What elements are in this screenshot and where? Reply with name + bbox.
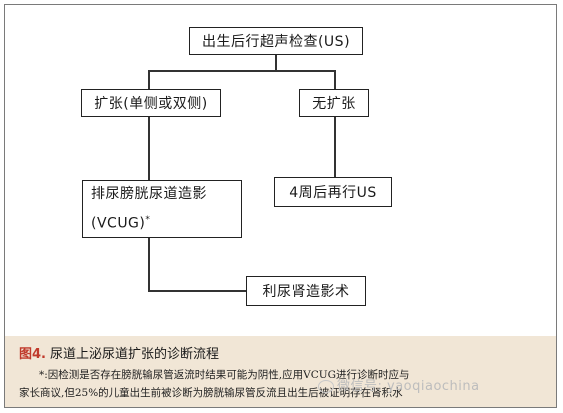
figure-label: 图4. [19,347,46,362]
wechat-icon [318,380,334,393]
footnote-line-1: *:因检测是否存在膀胱输尿管返流时结果可能为阴性,应用VCUG进行诊断时应与 [39,369,410,381]
node-not-dilated: 无扩张 [299,89,369,117]
caption-title-text: 尿道上泌尿道扩张的诊断流程 [49,347,219,362]
vcug-label-line1: 排尿膀胱尿道造影 [91,186,207,203]
connector-vcug-down [148,238,150,290]
footnote-line-2: 家长商议,但25%的儿童出生前被诊断为膀胱输尿管反流且出生后被证明存在肾积水 [19,387,403,399]
connector-right-down [334,70,336,89]
vcug-footnote-mark: * [145,215,151,226]
node-dilated: 扩张(单侧或双侧) [81,89,221,117]
node-vcug: 排尿膀胱尿道造影 (VCUG)* [82,180,242,238]
vcug-abbrev: (VCUG) [91,215,146,232]
node-recheck-us: 4周后再行US [274,177,392,207]
caption-title: 图4.尿道上泌尿道扩张的诊断流程 [19,343,219,362]
connector-start-down [275,54,277,70]
watermark-text: 微信号: yaoqiaochina [337,379,480,394]
connector-dilated-to-vcug [148,117,150,180]
wechat-watermark: 微信号: yaoqiaochina [318,375,480,394]
caption-footnote: *:因检测是否存在膀胱输尿管返流时结果可能为阴性,应用VCUG进行诊断时应与 家… [19,366,544,402]
connector-branch-horizontal [148,70,335,72]
connector-to-renogram [148,290,246,292]
connector-notdilated-to-recheck [334,117,336,177]
node-diuretic-renogram: 利尿肾造影术 [246,276,366,306]
figure-caption: 图4.尿道上泌尿道扩张的诊断流程 *:因检测是否存在膀胱输尿管返流时结果可能为阴… [5,336,556,407]
node-postnatal-us: 出生后行超声检查(US) [189,27,363,55]
vcug-label-line2: (VCUG)* [91,207,150,237]
connector-left-down [148,70,150,89]
